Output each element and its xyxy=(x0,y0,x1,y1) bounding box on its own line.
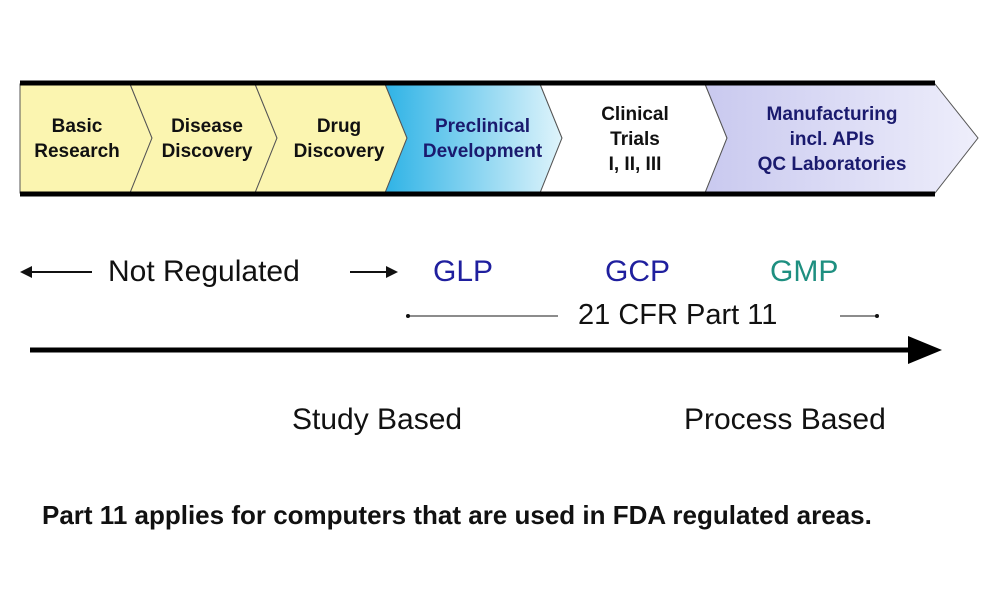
stage-label-drug-discovery: Drug Discovery xyxy=(293,116,385,162)
not-regulated-left-arrowhead xyxy=(20,266,32,278)
gmp-label: GMP xyxy=(770,255,839,288)
gcp-label: GCP xyxy=(605,255,671,288)
stage-label-manufacturing: Manufacturing incl. APIs QC Laboratories xyxy=(757,103,907,175)
not-regulated-label: Not Regulated xyxy=(108,255,300,288)
stage-label-clinical-trials: Clinical Trials I, II, III xyxy=(601,103,669,175)
not-regulated-right-arrowhead xyxy=(386,266,398,278)
part11-left-dot xyxy=(406,314,410,318)
glp-label: GLP xyxy=(433,255,494,288)
timeline-arrowhead xyxy=(908,336,942,364)
part11-note: Part 11 applies for computers that are u… xyxy=(42,500,872,530)
stage-label-disease-discovery: Disease Discovery xyxy=(161,116,253,162)
stage-label-basic-research: Basic Research xyxy=(34,116,120,162)
stage-label-preclinical: Preclinical Development xyxy=(422,116,543,162)
part11-right-dot xyxy=(875,314,879,318)
study-based-label: Study Based xyxy=(292,403,463,436)
process-based-label: Process Based xyxy=(684,403,886,436)
part11-label: 21 CFR Part 11 xyxy=(578,299,778,331)
